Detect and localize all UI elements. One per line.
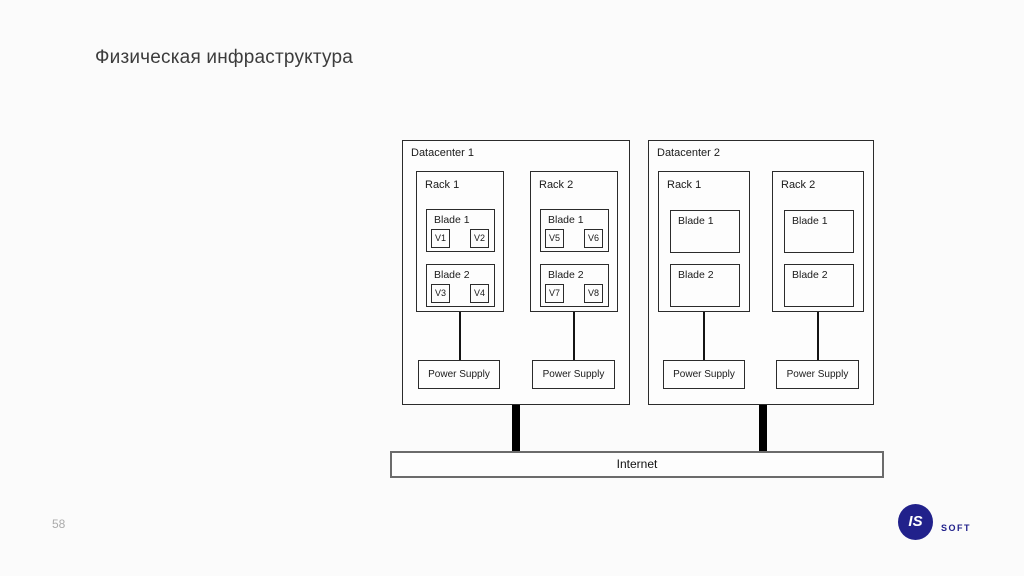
datacenter-1-box: Datacenter 1 Rack 1 Blade 1 V1 V2 Blade … — [402, 140, 630, 405]
vm-box-v6: V6 — [584, 229, 603, 248]
dc2-internet-trunk-line — [759, 405, 767, 451]
blade-label: Blade 2 — [434, 269, 470, 281]
vm-box-v7: V7 — [545, 284, 564, 303]
dc1-internet-trunk-line — [512, 405, 520, 451]
vm-box-v5: V5 — [545, 229, 564, 248]
dc1-rack-2-box: Rack 2 Blade 1 V5 V6 Blade 2 V7 V8 — [530, 171, 618, 312]
blade-label: Blade 2 — [678, 269, 714, 281]
internet-box: Internet — [390, 451, 884, 478]
power-supply-box: Power Supply — [418, 360, 500, 389]
rack-to-power-wire — [459, 312, 461, 360]
vm-box-v8: V8 — [584, 284, 603, 303]
datacenter-2-box: Datacenter 2 Rack 1 Blade 1 Blade 2 Rack… — [648, 140, 874, 405]
dc1-rack1-blade-1-box: Blade 1 V1 V2 — [426, 209, 495, 252]
vm-box-v4: V4 — [470, 284, 489, 303]
blade-label: Blade 1 — [678, 215, 714, 227]
rack-to-power-wire — [573, 312, 575, 360]
page-number: 58 — [52, 517, 66, 531]
dc1-rack-1-label: Rack 1 — [425, 179, 460, 191]
dc2-rack1-blade-1-box: Blade 1 — [670, 210, 740, 253]
dc2-rack2-blade-2-box: Blade 2 — [784, 264, 854, 307]
dc1-rack1-blade-2-box: Blade 2 V3 V4 — [426, 264, 495, 307]
vm-box-v3: V3 — [431, 284, 450, 303]
slide-title: Физическая инфраструктура — [95, 47, 354, 68]
dc1-rack2-blade-2-box: Blade 2 V7 V8 — [540, 264, 609, 307]
power-supply-box: Power Supply — [663, 360, 745, 389]
dc1-rack2-blade-1-box: Blade 1 V5 V6 — [540, 209, 609, 252]
blade-label: Blade 2 — [548, 269, 584, 281]
dc2-rack-1-box: Rack 1 Blade 1 Blade 2 — [658, 171, 750, 312]
dc2-rack-1-label: Rack 1 — [667, 179, 702, 191]
datacenter-2-label: Datacenter 2 — [657, 147, 720, 159]
power-supply-box: Power Supply — [776, 360, 859, 389]
dc2-rack-2-box: Rack 2 Blade 1 Blade 2 — [772, 171, 864, 312]
rack-to-power-wire — [703, 312, 705, 360]
rack-to-power-wire — [817, 312, 819, 360]
dc1-rack-1-box: Rack 1 Blade 1 V1 V2 Blade 2 V3 V4 — [416, 171, 504, 312]
is-soft-logo-text: SOFT — [941, 523, 971, 533]
power-supply-box: Power Supply — [532, 360, 615, 389]
dc2-rack-2-label: Rack 2 — [781, 179, 816, 191]
dc2-rack1-blade-2-box: Blade 2 — [670, 264, 740, 307]
dc1-rack-2-label: Rack 2 — [539, 179, 574, 191]
is-soft-logo-icon: IS — [898, 504, 933, 540]
vm-box-v1: V1 — [431, 229, 450, 248]
blade-label: Blade 1 — [548, 214, 584, 226]
blade-label: Blade 1 — [434, 214, 470, 226]
blade-label: Blade 2 — [792, 269, 828, 281]
blade-label: Blade 1 — [792, 215, 828, 227]
vm-box-v2: V2 — [470, 229, 489, 248]
datacenter-1-label: Datacenter 1 — [411, 147, 474, 159]
dc2-rack2-blade-1-box: Blade 1 — [784, 210, 854, 253]
